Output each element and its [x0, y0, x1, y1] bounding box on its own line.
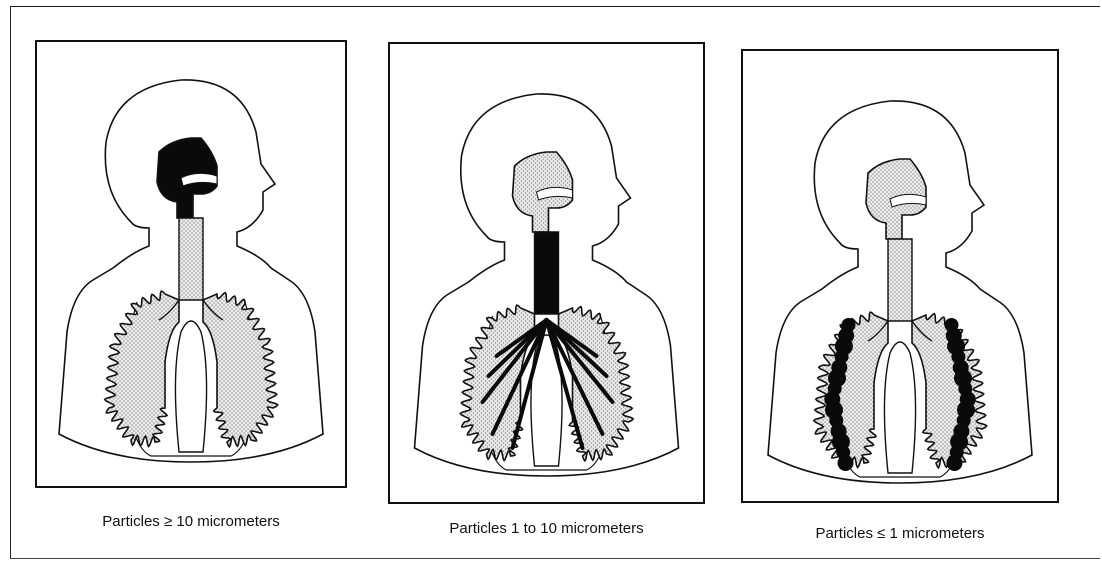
panel-small-particles — [741, 49, 1059, 503]
trachea — [179, 218, 203, 300]
panel-large-particles — [35, 40, 347, 488]
alveolar-deposit — [838, 455, 854, 471]
respiratory-illustration — [390, 44, 703, 502]
caption-large-particles: Particles ≥ 10 micrometers — [35, 513, 347, 530]
caption-medium-particles: Particles 1 to 10 micrometers — [388, 520, 705, 537]
mediastinum — [175, 321, 206, 452]
figure-frame: Particles ≥ 10 micrometers Particles 1 t… — [10, 6, 1100, 559]
caption-small-particles: Particles ≤ 1 micrometers — [741, 525, 1059, 542]
respiratory-illustration — [743, 51, 1057, 501]
panel-medium-particles — [388, 42, 705, 504]
alveolar-deposit — [947, 455, 963, 471]
mediastinum — [884, 342, 915, 473]
respiratory-illustration — [37, 42, 345, 486]
trachea — [535, 232, 559, 314]
trachea — [888, 239, 912, 321]
